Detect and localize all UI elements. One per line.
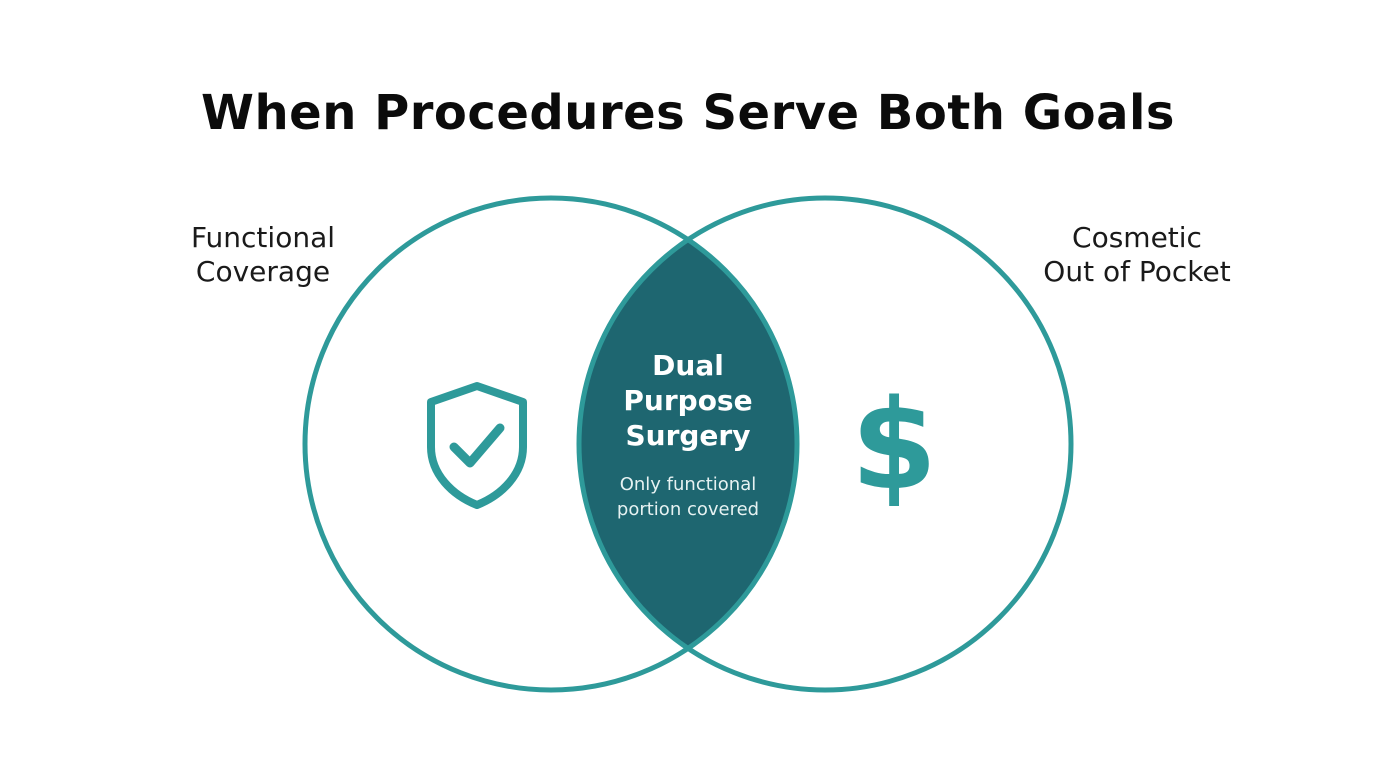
cosmetic-label-line1: Cosmetic: [1072, 221, 1202, 254]
intersection-title: Dual Purpose Surgery: [583, 348, 793, 453]
cosmetic-label: Cosmetic Out of Pocket: [1012, 221, 1262, 289]
intersection-subtitle: Only functional portion covered: [583, 472, 793, 522]
cosmetic-circle: [576, 195, 1074, 693]
functional-coverage-label: Functional Coverage: [163, 221, 363, 289]
intersection-sub-line1: Only functional: [619, 474, 757, 495]
intersection-title-line1: Dual: [652, 349, 724, 382]
functional-coverage-label-line2: Coverage: [195, 255, 331, 288]
intersection-sub-line2: portion covered: [616, 499, 760, 520]
shield-check-icon: [427, 382, 527, 509]
functional-coverage-label-line1: Functional: [190, 221, 336, 254]
cosmetic-label-line2: Out of Pocket: [1043, 255, 1231, 288]
page-title: When Procedures Serve Both Goals: [201, 85, 1175, 141]
intersection-title-line2: Purpose: [623, 384, 753, 417]
functional-circle: [302, 195, 800, 693]
intersection-title-line3: Surgery: [625, 419, 751, 452]
venn-intersection: [579, 198, 797, 690]
dollar-sign-icon: $: [851, 374, 937, 518]
